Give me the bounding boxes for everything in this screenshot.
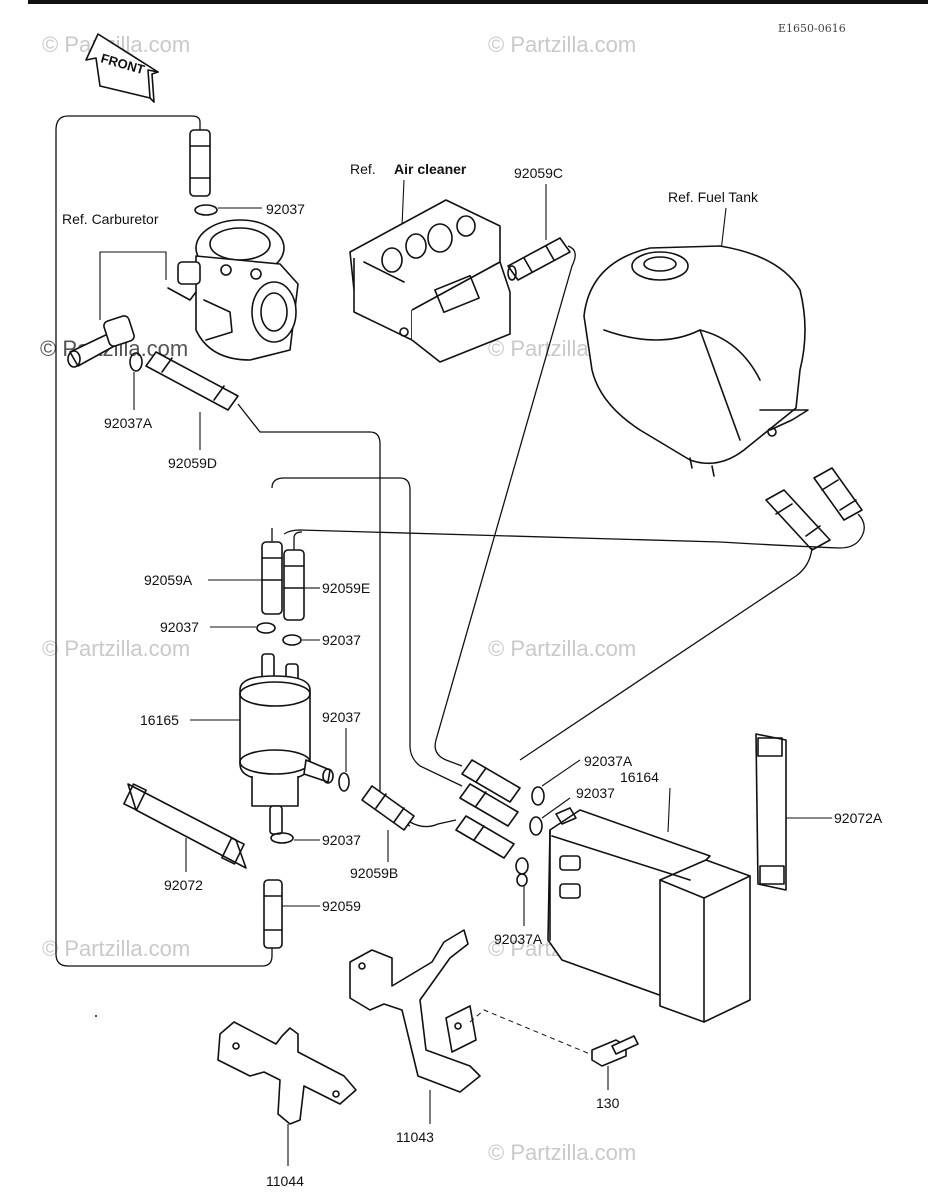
clamp-icon <box>515 857 529 875</box>
hose-92059e-icon <box>283 549 305 621</box>
watermark: © Partzilla.com <box>488 32 636 57</box>
tank-hose-icon <box>813 467 863 521</box>
ref-air-cleaner-name: Air cleaner <box>394 161 467 177</box>
bracket-11043-icon <box>349 929 481 1093</box>
strap-92072a-icon <box>755 733 787 891</box>
callout-92037A: 92037A <box>494 931 543 947</box>
fuel-tank-icon <box>583 245 809 477</box>
callout-92059C: 92059C <box>514 165 563 181</box>
callout-92037: 92037 <box>576 785 615 801</box>
watermark-layer: © Partzilla.com © Partzilla.com © Partzi… <box>40 32 636 1165</box>
carburetor-icon <box>167 219 299 361</box>
watermark: © Partzilla.com <box>488 636 636 661</box>
callout-16165: 16165 <box>140 712 179 728</box>
callout-92059: 92059 <box>322 898 361 914</box>
hose-92059c-icon <box>507 237 571 281</box>
callout-16164: 16164 <box>620 769 659 785</box>
ref-fuel-tank-label: Ref. Fuel Tank <box>668 189 759 205</box>
clamp-icon <box>531 786 545 806</box>
tank-hose-icon <box>765 489 831 551</box>
callout-92037: 92037 <box>322 832 361 848</box>
callout-92059E: 92059E <box>322 580 370 596</box>
hose-92059d-icon <box>145 351 239 411</box>
ref-carburetor-label: Ref. Carburetor <box>62 211 159 227</box>
air-cleaner-icon <box>349 199 511 363</box>
hose-92059-icon <box>263 879 283 949</box>
clamp-icon <box>338 772 350 792</box>
callout-92072: 92072 <box>164 877 203 893</box>
callout-92059D: 92059D <box>168 455 217 471</box>
hose-segment-top <box>189 129 211 197</box>
canister-icon <box>547 807 751 1023</box>
callout-11044: 11044 <box>266 1173 304 1189</box>
canister-hose-icon <box>455 815 515 859</box>
canister-hose-icon <box>461 759 521 803</box>
plate-11044-icon <box>217 1021 357 1125</box>
callout-130: 130 <box>596 1095 620 1111</box>
clamp-icon <box>129 352 143 372</box>
clamp-icon <box>270 832 294 844</box>
bolt-130-icon <box>591 1035 639 1067</box>
watermark: © Partzilla.com <box>42 636 190 661</box>
stray-dot <box>95 1015 97 1017</box>
callout-92037: 92037 <box>322 632 361 648</box>
callout-92037A: 92037A <box>104 415 153 431</box>
callout-11043: 11043 <box>396 1129 434 1145</box>
clamp-icon <box>282 634 302 646</box>
vent-hose-loop <box>55 115 273 967</box>
elbow-fitting-icon <box>67 315 135 368</box>
callout-92037: 92037 <box>322 709 361 725</box>
clamp-icon <box>194 204 218 216</box>
top-border <box>28 0 928 4</box>
callout-92037A: 92037A <box>584 753 633 769</box>
drawing-code: E1650-0616 <box>778 22 846 35</box>
callout-92059A: 92059A <box>144 572 193 588</box>
clamp-icon <box>529 816 543 836</box>
strap-92072-icon <box>123 783 247 869</box>
watermark: © Partzilla.com <box>42 936 190 961</box>
fuel-filter-icon <box>239 653 334 835</box>
clamp-icon <box>256 622 276 634</box>
canister-hose-icon <box>459 783 519 827</box>
callout-92059B: 92059B <box>350 865 398 881</box>
hose-92059b-icon <box>361 785 415 831</box>
hose-92059a-icon <box>261 541 283 615</box>
clamp-icon <box>516 873 528 887</box>
callout-92037: 92037 <box>266 201 305 217</box>
ref-air-cleaner-prefix: Ref. <box>350 161 376 177</box>
watermark: © Partzilla.com <box>488 1140 636 1165</box>
callout-92072A: 92072A <box>834 810 883 826</box>
callout-92037: 92037 <box>160 619 199 635</box>
